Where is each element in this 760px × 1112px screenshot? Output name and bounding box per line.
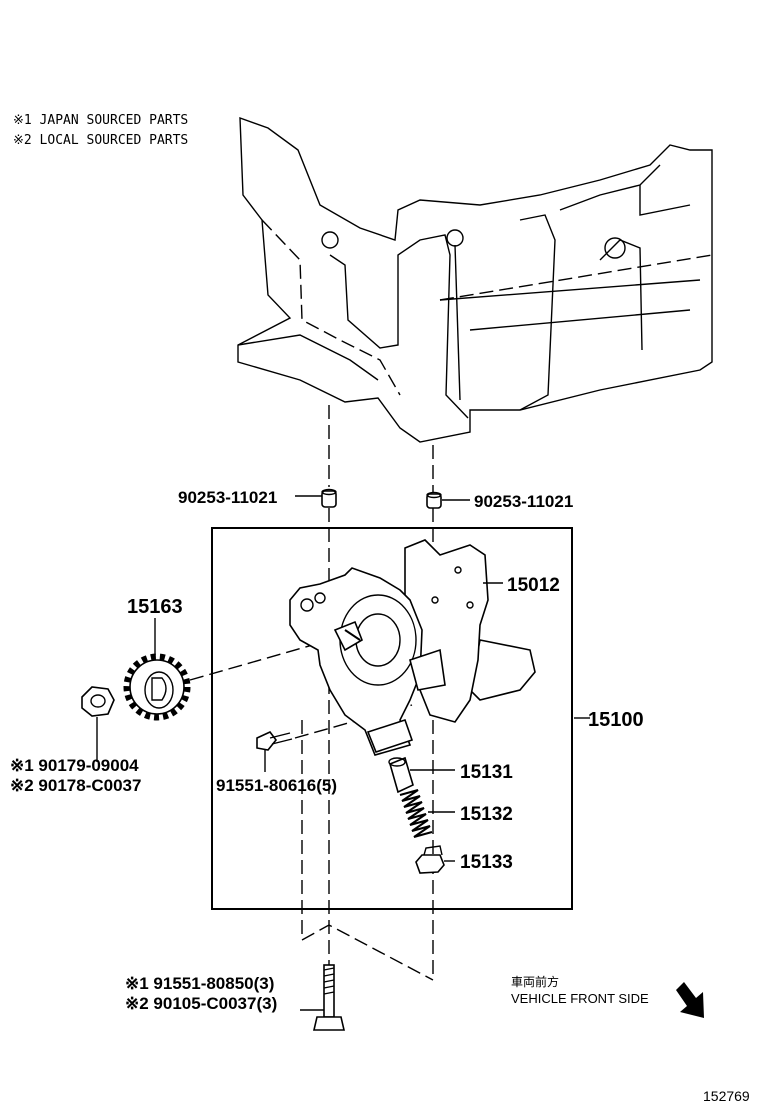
dowel-pin-right	[426, 491, 442, 509]
direction-japanese: 車両前方	[511, 974, 559, 989]
label-small-bolt: 91551-80616(5)	[216, 776, 337, 795]
front-arrow-icon	[676, 982, 704, 1018]
relief-valve-drawing	[388, 756, 455, 794]
note-local: ※2 LOCAL SOURCED PARTS	[13, 133, 188, 148]
oil-pump-drawing	[289, 539, 536, 756]
plug-drawing	[415, 845, 455, 874]
dowel-pin-left	[321, 488, 337, 508]
label-spring: 15132	[460, 804, 513, 825]
label-nut-1: ※1 90179-09004	[10, 756, 139, 775]
figure-id: 152769	[703, 1088, 750, 1104]
leader-lines	[154, 495, 590, 719]
label-pin-right: 90253-11021	[474, 492, 573, 511]
label-long-bolt-1: ※1 91551-80850(3)	[125, 974, 274, 993]
label-cover: 15012	[507, 575, 560, 596]
direction-english: VEHICLE FRONT SIDE	[511, 991, 649, 1006]
small-bolt-drawing	[256, 731, 293, 772]
label-assembly: 15100	[588, 709, 644, 731]
label-pin-left: 90253-11021	[178, 488, 277, 507]
sprocket-drawing	[123, 653, 191, 721]
label-relief-valve: 15131	[460, 762, 513, 783]
label-nut-2: ※2 90178-C0037	[10, 776, 141, 795]
spring-drawing	[399, 789, 455, 838]
label-plug: 15133	[460, 852, 513, 873]
label-long-bolt-2: ※2 90105-C0037(3)	[125, 994, 277, 1013]
note-japan: ※1 JAPAN SOURCED PARTS	[13, 113, 188, 128]
nut-drawing	[81, 686, 115, 762]
label-sprocket: 15163	[127, 596, 183, 618]
long-bolt-drawing	[300, 964, 346, 1031]
assembly-box	[211, 527, 573, 910]
engine-block-drawing	[237, 116, 713, 443]
